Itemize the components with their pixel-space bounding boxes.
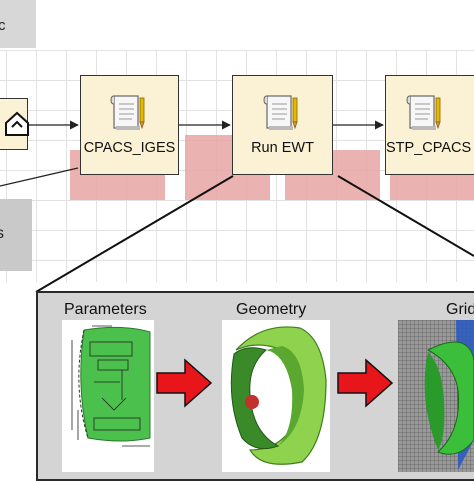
node-run-ewt[interactable]: Run EWT: [232, 75, 333, 175]
connector-lower-left: [0, 167, 79, 187]
lower-tab-text: s: [0, 225, 4, 242]
top-tab-text: c: [0, 17, 6, 34]
section-title-grid: Grid: [446, 301, 474, 318]
home-icon: [5, 111, 29, 136]
red-arrow-icon: [337, 358, 394, 408]
script-document-icon: [109, 95, 145, 130]
grid-rendering: [398, 320, 474, 472]
script-document-icon: [406, 95, 441, 130]
top-tab-fragment[interactable]: c: [0, 0, 36, 48]
node-label: Run EWT: [251, 140, 314, 156]
node-label: CPACS_IGES: [83, 140, 176, 156]
start-node[interactable]: [0, 98, 29, 150]
geometry-rendering: [222, 320, 330, 472]
lower-tab-fragment[interactable]: s: [0, 199, 32, 271]
section-title-parameters: Parameters: [64, 301, 147, 318]
zoom-line-right: [337, 175, 474, 257]
script-document-icon: [262, 95, 298, 130]
parameters-drawing: [62, 320, 154, 472]
node-label: STP_CPACS: [386, 140, 472, 156]
zoom-line-left: [35, 175, 234, 293]
section-title-geometry: Geometry: [236, 301, 307, 318]
red-arrow-icon: [156, 358, 213, 408]
node-stp-cpacs[interactable]: STP_CPACS: [385, 75, 474, 175]
node-cpacs-iges[interactable]: CPACS_IGES: [80, 75, 179, 175]
